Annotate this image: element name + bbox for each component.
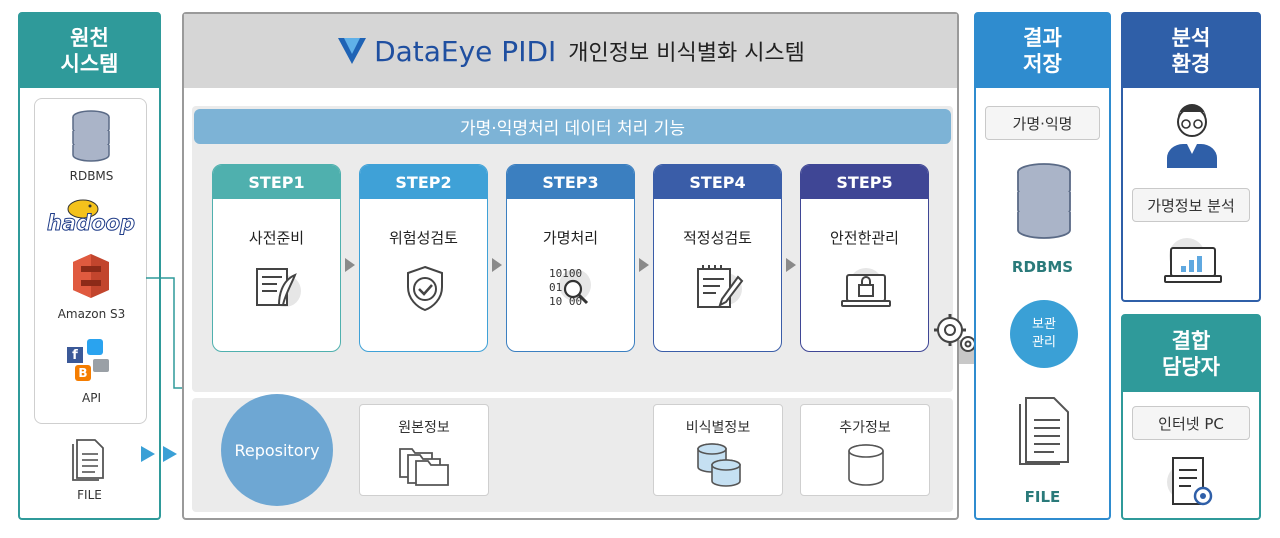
additional-info-title: 추가정보 [839,420,891,436]
dataeye-logo-icon [338,38,367,64]
document-gear-icon [1167,457,1213,506]
api-icons: f B [65,337,117,385]
facebook-icon: f [67,347,83,363]
source-system-panel: 원천 시스템 RDBMS hadoop Amazo [18,12,161,520]
step2-head: STEP2 [360,165,487,199]
pseudonym-analysis-pill: 가명정보 분석 [1132,188,1250,222]
additional-info-card[interactable]: 추가정보 [800,404,930,496]
folders-icon [399,448,449,486]
laptop-chart-icon [1164,238,1222,283]
step2-card[interactable]: STEP2 위험성검토 [359,164,488,352]
result-storage-title: 결과 저장 [976,14,1109,88]
analysis-env-title: 분석 환경 [1123,14,1259,88]
original-info-card[interactable]: 원본정보 [359,404,489,496]
hadoop-logo: hadoop [43,197,143,237]
step-arrow-4 [786,258,796,272]
rdbms-label: RDBMS [69,169,114,183]
step5-name: 안전한관리 [829,229,899,247]
notepad-pencil-icon [697,265,744,308]
database-icon [72,110,110,162]
result-storage-panel: 결과 저장 가명·익명 RDBMS 보관 관리 FILE [974,12,1111,520]
step-arrow-2 [492,258,502,272]
step4-head: STEP4 [654,165,781,199]
cylinder-icon [848,444,884,486]
step5-card[interactable]: STEP5 안전한관리 [800,164,929,352]
step1-head: STEP1 [213,165,340,199]
step2-name: 위험성검토 [388,229,458,247]
result-rdbms-label: RDBMS [1011,258,1074,276]
step3-card[interactable]: STEP3 가명처리 10100 01 01 10 00 [506,164,635,352]
brand-name: DataEye PIDI [374,34,557,68]
analyst-person-icon [1167,104,1217,168]
source-inner-box: RDBMS hadoop Amazon S3 f B API [34,98,147,424]
laptop-lock-icon [841,268,891,307]
file-document-icon [72,439,104,481]
svg-text:10 00: 10 00 [549,295,582,308]
function-bar: 가명·익명처리 데이터 처리 기능 [194,109,951,144]
step1-name: 사전준비 [248,229,305,247]
result-file-label: FILE [1024,488,1061,506]
system-title: 개인정보 비식별화 시스템 [568,41,805,66]
internet-pc-pill: 인터넷 PC [1132,406,1250,440]
pseudonym-anonymous-pill: 가명·익명 [985,106,1100,140]
source-system-title: 원천 시스템 [20,14,159,88]
shield-check-icon [407,265,443,312]
cylinders-icon [697,443,741,487]
step4-card[interactable]: STEP4 적정성검토 [653,164,782,352]
deidentified-info-title: 비식별정보 [685,420,751,436]
step3-name: 가명처리 [542,229,599,247]
source-file-label: FILE [77,488,102,502]
step1-card[interactable]: STEP1 사전준비 [212,164,341,352]
blogger-icon: B [75,365,91,381]
combine-officer-panel: 결합 담당자 인터넷 PC [1121,314,1261,520]
binary-magnifier-icon: 10100 01 01 10 00 [549,267,591,308]
step-arrow-1 [345,258,355,272]
gear-icon [934,314,976,352]
original-info-title: 원본정보 [398,420,450,436]
amazon-s3-label: Amazon S3 [57,307,126,321]
step5-head: STEP5 [801,165,928,199]
svg-text:10100: 10100 [549,267,582,280]
mail-icon [93,359,109,372]
storage-management-circle: 보관 관리 [1010,300,1078,368]
deidentified-info-card[interactable]: 비식별정보 [653,404,783,496]
step-arrow-3 [639,258,649,272]
repository-circle[interactable]: Repository [221,394,333,506]
analysis-env-panel: 분석 환경 가명정보 분석 [1121,12,1261,302]
step3-head: STEP3 [507,165,634,199]
elephant-icon [67,199,99,219]
database-stack-icon [1017,163,1071,239]
result-file-icon [1019,397,1069,465]
combine-officer-title: 결합 담당자 [1123,316,1259,392]
api-label: API [82,391,101,405]
system-header: DataEye PIDI 개인정보 비식별화 시스템 [184,14,957,88]
amazon-s3-icon [73,254,109,298]
step4-name: 적정성검토 [682,229,752,247]
document-feather-icon [256,268,301,307]
hadoop-wordmark: hadoop [46,211,136,236]
twitter-icon [87,339,103,355]
